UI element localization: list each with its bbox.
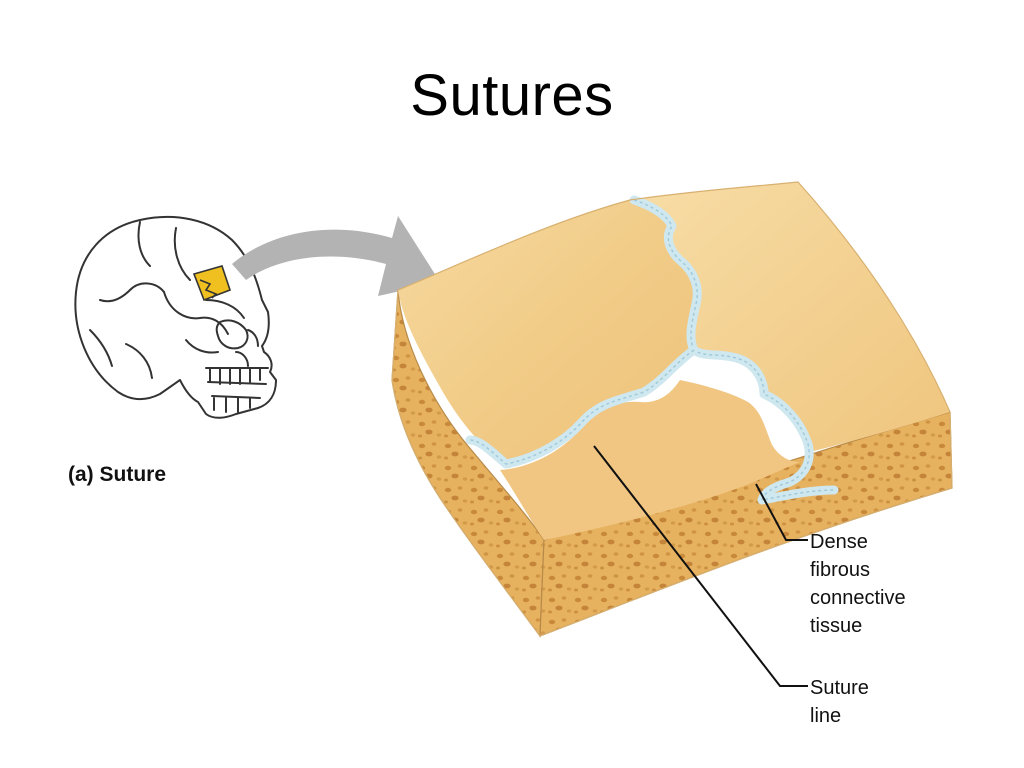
figure-caption: (a) Suture [68,463,167,486]
label-dense-fibrous-tissue: Dense fibrous connective tissue [810,528,906,640]
bone-top-right-piece [630,182,950,452]
magnify-arrow [232,216,440,296]
skull-suture-highlight [192,265,232,302]
label-line: Suture [810,677,869,699]
label-suture-line: Suture line [810,674,869,730]
label-line: tissue [810,615,863,637]
slide-title: Sutures [410,63,614,128]
leader-line-suture [593,445,808,687]
skull-illustration [74,215,277,419]
label-line: Dense [810,531,868,553]
label-line: fibrous [810,559,871,581]
label-line: line [810,705,842,727]
bone-top-lower-piece [500,380,800,540]
bone-block [391,181,953,638]
label-line: connective [810,587,906,609]
leader-line-dense-tissue [755,483,808,541]
